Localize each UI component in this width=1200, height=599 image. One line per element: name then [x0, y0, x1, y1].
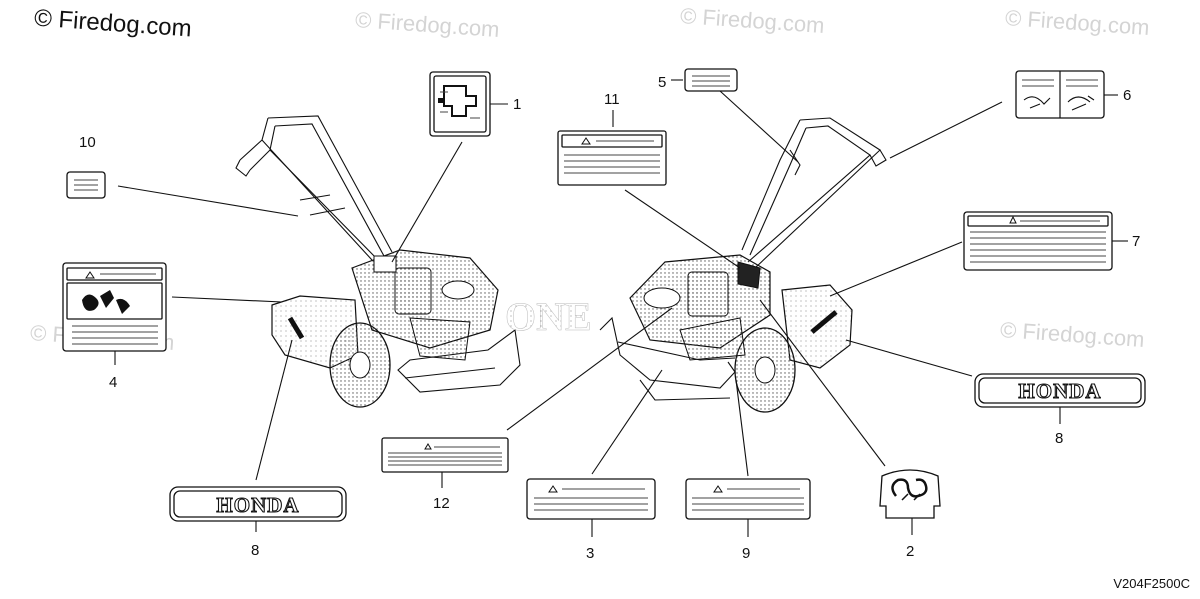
label-7-warning-decal: [963, 211, 1113, 271]
label-8-honda-decal-right: HONDA: [974, 373, 1146, 408]
label-10-small-caution-decal: [66, 171, 106, 199]
callout-5: 5: [658, 74, 666, 91]
honda-logo-text: HONDA: [1018, 379, 1101, 403]
callout-11: 11: [604, 91, 620, 108]
honda-logo-text: HONDA: [216, 493, 299, 517]
tiller-right-illustration: [599, 117, 887, 413]
callout-numbers: 1 2 3 4 5 6 7 8 8 9 10 11 12: [79, 74, 1140, 562]
label-11-warning-decal: [557, 130, 667, 186]
label-8-honda-decal-left: HONDA: [169, 486, 347, 522]
callout-9: 9: [742, 545, 750, 562]
label-6-handlebar-decal: [1015, 70, 1105, 119]
callout-10: 10: [79, 134, 96, 151]
tiller-left-illustration: ONE: [235, 115, 592, 408]
label-2-symbol-decal: [879, 469, 941, 519]
label-3-warning-decal: [526, 478, 656, 520]
callout-2: 2: [906, 543, 914, 560]
callout-4: 4: [109, 374, 117, 391]
callout-6: 6: [1123, 87, 1131, 104]
callout-8-left: 8: [251, 542, 259, 559]
label-1-shift-pattern-decal: [429, 71, 491, 137]
callout-7: 7: [1132, 233, 1140, 250]
label-4-rotor-warning-decal: [62, 262, 167, 352]
callout-8-right: 8: [1055, 430, 1063, 447]
callout-1: 1: [513, 96, 521, 113]
svg-text:ONE: ONE: [505, 294, 592, 339]
drawing-code: V204F2500C: [1113, 576, 1190, 591]
label-9-warning-decal: [685, 478, 811, 520]
label-5-small-decal: [684, 68, 738, 92]
callout-3: 3: [586, 545, 594, 562]
leader-lines: [114, 79, 1128, 537]
callout-12: 12: [433, 495, 450, 512]
label-12-warning-decal: [381, 437, 509, 473]
